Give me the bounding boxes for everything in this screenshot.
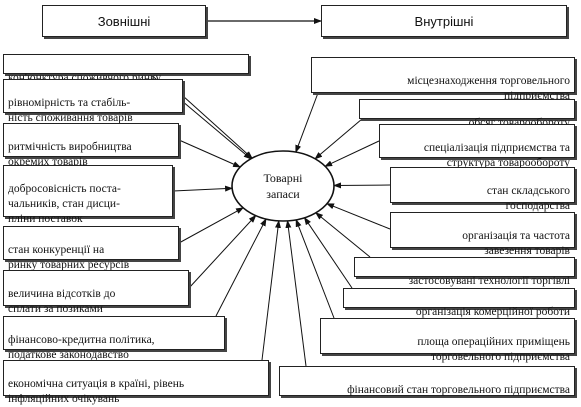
internal-factor-warehouse: стан складського господарства	[390, 167, 575, 212]
external-factor-consumption-uniformity: рівномірність та стабіль- ність споживан…	[3, 79, 183, 124]
factor-arrow	[178, 139, 242, 168]
internal-factor-financial-state: фінансовий стан торговельного підприємст…	[279, 366, 575, 396]
internal-factor-specialization: спеціалізація підприємства та структура …	[379, 124, 575, 169]
factor-arrow	[314, 118, 363, 160]
internal-factor-label: організація комерційної роботи	[415, 306, 570, 318]
internal-header: Внутрішні	[321, 5, 567, 37]
internal-factor-label: спеціалізація підприємства та структура …	[423, 142, 570, 169]
external-factor-fiscal-policy: фінансово-кредитна політика, податкове з…	[3, 316, 225, 361]
internal-factor-label: застосовувані технології торгівлі	[408, 275, 570, 287]
factor-arrows	[149, 73, 391, 367]
factor-arrow	[188, 214, 257, 289]
external-factor-label: величина відсотків до сплати за позиками	[8, 288, 116, 315]
internal-factor-commercial-work: організація комерційної роботи	[343, 288, 575, 318]
factor-arrow	[215, 218, 267, 317]
inventory-label: Товарні запаси	[263, 171, 303, 201]
internal-header-label: Внутрішні	[414, 13, 474, 29]
internal-factor-premises-area: площа операційних приміщень торговельног…	[320, 318, 575, 363]
external-factor-economic-situation: економічна ситуація в країні, рівень інф…	[3, 360, 269, 405]
external-factor-label: економічна ситуація в країні, рівень інф…	[8, 378, 185, 405]
internal-factor-label: організація та частота завезення товарів	[462, 230, 570, 257]
factor-arrow	[303, 216, 353, 289]
external-header-label: Зовнішні	[97, 13, 151, 29]
internal-factor-label: фінансовий стан торговельного підприємст…	[347, 384, 570, 396]
ellipse-shape	[231, 150, 335, 222]
factor-arrow	[172, 185, 234, 192]
external-factor-label: фінансово-кредитна політика, податкове з…	[8, 334, 155, 361]
external-factor-label: добросовісність поста- чальників, стан д…	[8, 183, 121, 225]
external-factor-supplier-discipline: добросовісність поста- чальників, стан д…	[3, 165, 173, 225]
factor-arrow	[333, 182, 391, 189]
internal-factor-delivery-frequency: організація та частота завезення товарів	[390, 212, 575, 257]
factor-arrow	[178, 207, 244, 244]
internal-factor-label: площа операційних приміщень торговельног…	[417, 336, 570, 363]
external-factor-market-conjuncture: кон'юнктура споживчого ринку	[3, 54, 249, 84]
factor-arrow	[285, 219, 307, 367]
internal-factor-trade-technologies: застосовувані технології торгівлі	[354, 257, 575, 287]
external-factor-production-rhythm: ритмічність виробництва окремих товарів	[3, 123, 179, 168]
factor-arrow	[295, 92, 319, 154]
external-factor-competition: стан конкуренції на ринку товарних ресур…	[3, 226, 179, 271]
factor-arrow	[295, 218, 335, 319]
external-header: Зовнішні	[42, 5, 206, 37]
factor-arrow	[326, 203, 391, 230]
inventory-ellipse: Товарні запаси	[230, 148, 336, 224]
factor-arrow	[261, 219, 281, 361]
external-factor-loan-interest: величина відсотків до сплати за позиками	[3, 270, 189, 315]
internal-factor-turnover-volume: обсяг товарообороту	[359, 99, 575, 129]
factor-arrow	[182, 95, 253, 159]
factor-arrow	[315, 212, 371, 258]
internal-factor-location: місцезнаходження торговельного підприємс…	[311, 57, 575, 102]
external-factor-label: рівномірність та стабіль- ність споживан…	[8, 97, 133, 124]
external-factor-label: стан конкуренції на ринку товарних ресур…	[8, 244, 130, 271]
internal-factor-label: стан складського господарства	[486, 185, 570, 212]
factor-arrow	[324, 140, 380, 167]
